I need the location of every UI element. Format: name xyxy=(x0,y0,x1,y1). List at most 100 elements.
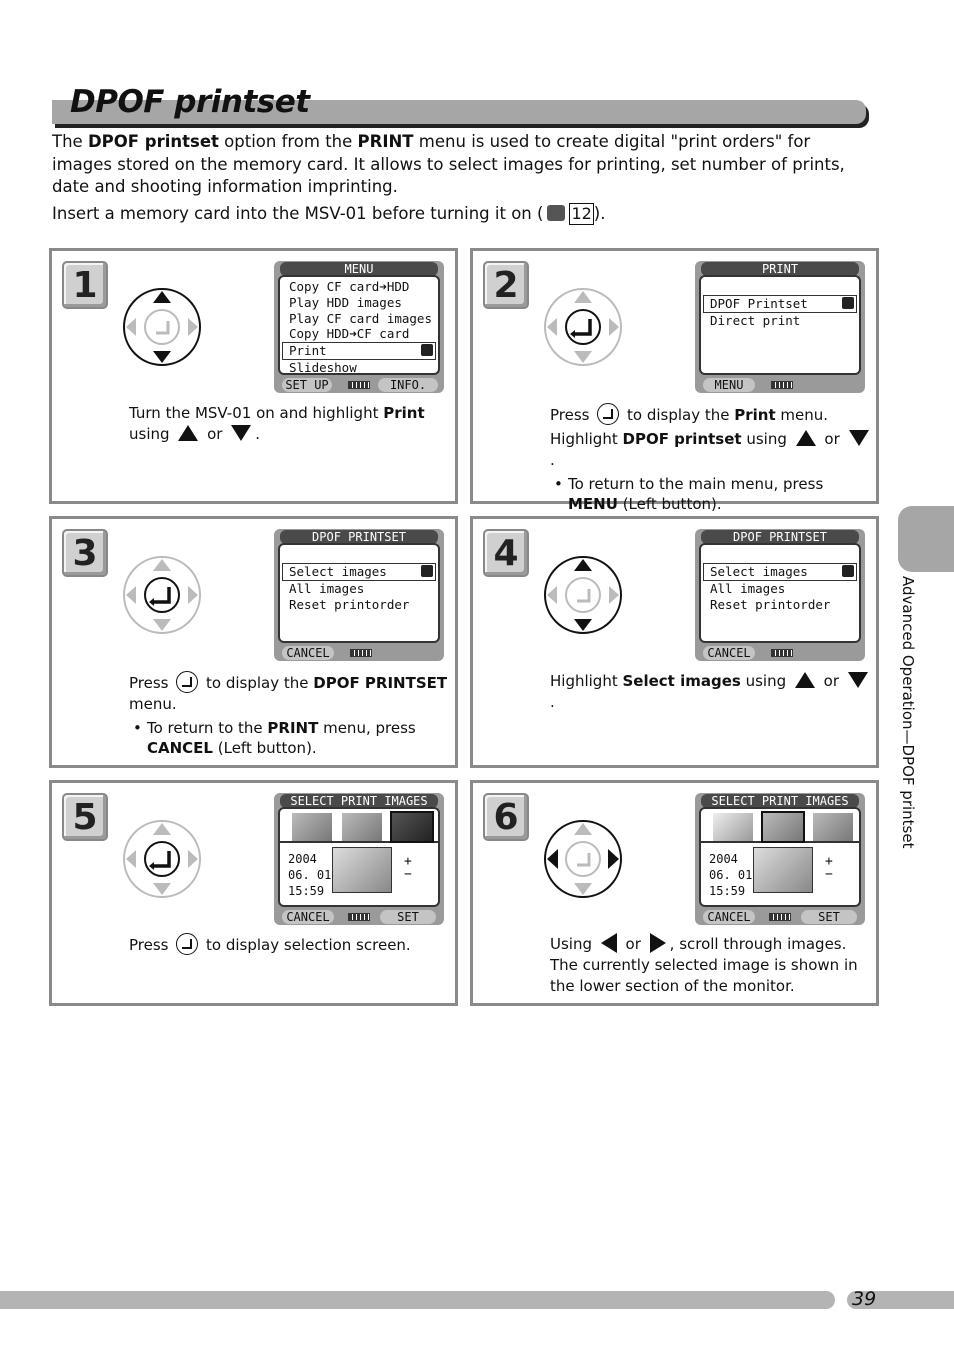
setup-button[interactable]: SET UP xyxy=(282,378,332,392)
select-images-screen: SELECT PRINT IMAGES 2004 06. 01 15:59 + … xyxy=(695,793,865,925)
step-description: Using or , scroll through images. The cu… xyxy=(550,933,875,997)
desc-text: To return to the xyxy=(147,719,268,737)
dpof-screen: DPOF PRINTSET Select images All images R… xyxy=(274,529,444,661)
desc-text: To return to the main menu, press xyxy=(568,475,824,493)
desc-line: Press to display the Print menu. xyxy=(550,403,875,426)
quantity-stepper[interactable]: + − xyxy=(825,855,833,881)
up-arrow-icon xyxy=(795,430,816,446)
intro-paragraph: The DPOF printset option from the PRINT … xyxy=(52,131,872,199)
screen-header-bar xyxy=(701,794,859,808)
desc-text: to display the xyxy=(201,674,314,692)
desc-bold: Print xyxy=(383,404,425,422)
intro-text: ). xyxy=(593,204,606,223)
multi-selector-enter-icon xyxy=(123,820,201,898)
menu-item-selected[interactable]: Select images xyxy=(282,563,436,581)
step-number: 3 xyxy=(62,529,108,577)
thumbnail-image[interactable] xyxy=(292,813,332,841)
menu-item[interactable]: Direct print xyxy=(710,312,801,328)
menu-screen: MENU Copy CF card➜HDD Play HDD images Pl… xyxy=(274,261,444,393)
page-reference[interactable]: 12 xyxy=(569,203,594,225)
menu-item-selected[interactable]: Print xyxy=(282,342,436,360)
menu-button[interactable]: MENU xyxy=(703,378,755,392)
menu-item-label: DPOF Printset xyxy=(710,296,808,311)
menu-item[interactable]: Slideshow xyxy=(289,359,357,375)
desc-text: . xyxy=(550,693,555,711)
menu-item[interactable]: Play CF card images xyxy=(289,310,432,326)
menu-item[interactable]: Copy CF card➜HDD xyxy=(289,279,410,294)
down-arrow-icon xyxy=(231,425,252,441)
multi-selector-left-right-icon xyxy=(544,820,622,898)
desc-text: Turn the MSV-01 on and highlight xyxy=(129,404,384,422)
menu-item[interactable]: All images xyxy=(710,580,786,596)
menu-item[interactable]: Copy HDD➜CF card xyxy=(289,326,410,342)
screen-header-bar xyxy=(280,530,438,544)
page-title: DPOF printset xyxy=(70,84,310,120)
menu-list: Select images All images Reset printorde… xyxy=(699,543,861,643)
battery-icon xyxy=(350,649,372,657)
desc-text: (Left button). xyxy=(212,739,317,757)
desc-text: menu. xyxy=(775,406,829,424)
enter-icon xyxy=(842,297,854,309)
screen-header-bar xyxy=(701,262,859,276)
desc-bullet: To return to the main menu, press MENU (… xyxy=(550,474,875,514)
cancel-button[interactable]: CANCEL xyxy=(282,910,334,924)
date-day: 06. 01 xyxy=(709,868,753,882)
menu-list: Copy CF card➜HDD Play HDD images Play CF… xyxy=(278,275,440,375)
info-button[interactable]: INFO. xyxy=(378,378,438,392)
select-images-screen: SELECT PRINT IMAGES 2004 06. 01 15:59 + … xyxy=(274,793,444,925)
increase-icon: + xyxy=(825,854,833,869)
screen-footer: MENU xyxy=(695,377,865,393)
cancel-button[interactable]: CANCEL xyxy=(282,646,334,660)
cancel-button[interactable]: CANCEL xyxy=(703,910,755,924)
menu-item[interactable]: Reset printorder xyxy=(710,596,831,612)
cancel-button[interactable]: CANCEL xyxy=(703,646,755,660)
intro-text: Insert a memory card into the MSV-01 bef… xyxy=(52,204,544,223)
set-button[interactable]: SET xyxy=(380,910,436,924)
dpof-screen: DPOF PRINTSET Select images All images R… xyxy=(695,529,865,661)
step-2: 2 PRINT DPOF Printset Direct print MENU … xyxy=(470,248,879,513)
battery-icon xyxy=(348,913,370,921)
desc-text: using xyxy=(129,425,175,443)
desc-text: Using xyxy=(550,935,597,953)
desc-bullet: To return to the PRINT menu, press CANCE… xyxy=(129,718,449,758)
desc-text: using xyxy=(741,430,792,448)
up-arrow-icon xyxy=(178,425,199,441)
page-number: 39 xyxy=(852,1288,877,1310)
screen-footer: CANCEL SET xyxy=(274,909,444,925)
screen-header: SELECT PRINT IMAGES xyxy=(290,794,428,808)
thumbnail-image[interactable] xyxy=(813,813,853,841)
right-arrow-icon xyxy=(649,933,666,953)
intro-text: menu is used to create digital "print or… xyxy=(52,132,845,196)
desc-text: to display the xyxy=(622,406,735,424)
desc-text: Press xyxy=(129,674,174,692)
menu-item-selected[interactable]: Select images xyxy=(703,563,857,581)
thumbnail-image[interactable] xyxy=(342,813,382,841)
step-number: 4 xyxy=(483,529,529,577)
menu-item[interactable]: All images xyxy=(289,580,365,596)
thumbnail-image-selected[interactable] xyxy=(761,811,805,843)
menu-item[interactable]: Reset printorder xyxy=(289,596,410,612)
set-button[interactable]: SET xyxy=(801,910,857,924)
desc-bold: DPOF PRINTSET xyxy=(313,674,448,692)
desc-text: Press xyxy=(550,406,595,424)
date-time: 15:59 xyxy=(709,884,746,898)
menu-item-selected[interactable]: DPOF Printset xyxy=(703,295,857,313)
intro-bold: PRINT xyxy=(357,132,414,151)
preview-image xyxy=(332,847,392,893)
desc-bold: Select images xyxy=(622,672,741,690)
screen-header-bar xyxy=(280,794,438,808)
menu-item[interactable]: Play HDD images xyxy=(289,294,402,310)
desc-text: . xyxy=(550,451,555,469)
image-detail: 2004 06. 01 15:59 + − xyxy=(699,843,861,907)
desc-text: Highlight xyxy=(550,672,623,690)
thumbnail-image-selected[interactable] xyxy=(390,811,434,843)
decrease-icon: − xyxy=(825,867,833,882)
screen-footer: CANCEL SET xyxy=(695,909,865,925)
screen-header: DPOF PRINTSET xyxy=(733,530,827,544)
desc-text: Press xyxy=(129,936,174,954)
up-arrow-icon xyxy=(794,672,815,688)
screen-header: DPOF PRINTSET xyxy=(312,530,406,544)
date-year: 2004 xyxy=(288,852,317,866)
thumbnail-image[interactable] xyxy=(713,813,753,841)
quantity-stepper[interactable]: + − xyxy=(404,855,412,881)
